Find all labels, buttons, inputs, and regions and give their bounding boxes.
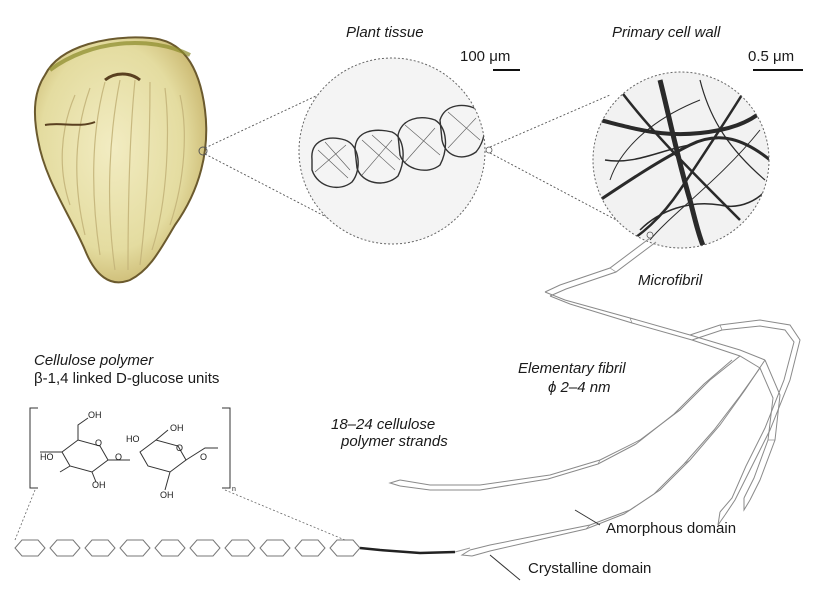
amorphous-domain-label: Amorphous domain: [606, 520, 736, 538]
atom-ho-1: HO: [40, 452, 54, 462]
plant-slice-photo: [35, 37, 207, 282]
primary-cell-wall-micrograph: [593, 72, 775, 250]
primary-cell-wall-label: Primary cell wall: [612, 24, 720, 42]
atom-o-ring-2: O: [176, 443, 183, 453]
strands-label-line1: 18–24 cellulose: [331, 416, 435, 434]
atom-o-link: O: [115, 452, 122, 462]
plant-tissue-label: Plant tissue: [346, 24, 424, 42]
plant-tissue-micrograph: [299, 58, 492, 244]
glucose-units-label: β-1,4 linked D-glucose units: [34, 370, 219, 388]
repeat-n: n: [232, 486, 236, 493]
microfibril-bundle: [390, 238, 800, 556]
cellulose-polymer-label: Cellulose polymer: [34, 352, 153, 370]
strands-label-line2: polymer strands: [341, 433, 448, 451]
atom-oh-4: OH: [160, 490, 174, 500]
crystalline-domain-bracket: [490, 555, 520, 580]
atom-ho-2: HO: [126, 434, 140, 444]
atom-oh-2: OH: [92, 480, 106, 490]
microfibril-label: Microfibril: [638, 272, 702, 290]
atom-oh-1: OH: [88, 410, 102, 420]
elementary-fibril-diameter: ϕ 2–4 nm: [548, 379, 611, 397]
elementary-fibril-label: Elementary fibril: [518, 360, 626, 378]
cellulose-chain: [15, 540, 470, 556]
zoom-lines-chain-to-structure: [15, 490, 345, 540]
amorphous-domain-bracket: [575, 510, 600, 525]
atom-o-ring-1: O: [95, 438, 102, 448]
scale-05um-label: 0.5 μm: [748, 48, 794, 66]
atom-oh-3: OH: [170, 423, 184, 433]
crystalline-domain-label: Crystalline domain: [528, 560, 651, 578]
glucose-dimer-structure: [30, 408, 230, 490]
scale-100um-label: 100 μm: [460, 48, 510, 66]
atom-o-end: O: [200, 452, 207, 462]
